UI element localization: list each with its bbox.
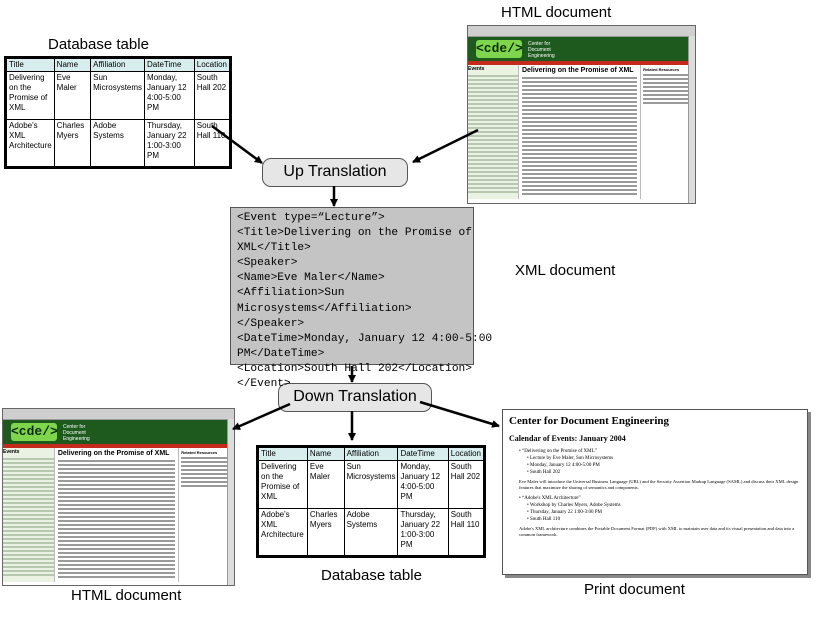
sidebar: Events: [3, 448, 55, 582]
table-cell: Charles Myers: [53, 119, 92, 168]
down-translation-box: Down Translation: [278, 383, 432, 412]
table-cell: Thursday, January 22 1:00-3:00 PM: [144, 119, 195, 168]
xml-line: </Speaker>: [237, 317, 305, 330]
arrow-html-to-up: [412, 128, 479, 164]
browser-toolbar: [468, 26, 695, 37]
browser-toolbar: [3, 409, 234, 420]
xml-line: PM</DateTime>: [237, 347, 325, 360]
print-event-detail: • Monday, January 12 4:00-5:00 PM: [527, 463, 600, 468]
arrow-down-to-html: [232, 402, 291, 431]
table-cell: Adobe's XML Architecture: [5, 119, 55, 168]
arrow-down-to-print: [419, 400, 500, 428]
label-print-document: Print document: [584, 581, 685, 598]
table-cell: Adobe's XML Architecture: [257, 508, 308, 557]
table-header-cell: Title: [257, 446, 308, 461]
print-event-detail: • Workshop by Charles Myers, Adobe Syste…: [527, 503, 621, 508]
table-header-row: Title Name Affiliation DateTime Location: [5, 57, 232, 72]
table-header-cell: Location: [193, 57, 232, 72]
xml-line: <DateTime>Monday, January 12 4:00-5:00: [237, 332, 493, 345]
scrollbar: [227, 419, 234, 585]
xml-line: <Title>Delivering on the Promise of: [237, 227, 472, 240]
xml-document-box: <Event type=“Lecture”> <Title>Delivering…: [230, 207, 493, 390]
table-cell: Monday, January 12 4:00-5:00 PM: [144, 71, 195, 120]
database-table-top: Title Name Affiliation DateTime Location…: [4, 56, 232, 169]
table-row: Delivering on the Promise of XML Eve Mal…: [257, 460, 486, 509]
table-cell: South Hall 110: [447, 508, 486, 557]
table-cell: Sun Microsystems: [90, 71, 146, 120]
arrow-db-to-up: [211, 124, 263, 165]
right-column: Related Resources: [640, 65, 695, 199]
table-cell: Monday, January 12 4:00-5:00 PM: [397, 460, 449, 509]
database-table-bottom: Title Name Affiliation DateTime Location…: [256, 445, 486, 558]
table-cell: South Hall 202: [193, 71, 232, 120]
main-content: Delivering on the Promise of XML: [519, 65, 640, 199]
print-event-title: • “Adobe's XML Architecture”: [519, 496, 581, 501]
table-row: Delivering on the Promise of XML Eve Mal…: [5, 71, 232, 120]
print-event-detail: • Thursday, January 22 1:00-3:00 PM: [527, 510, 602, 515]
label-html-document-top: HTML document: [501, 4, 612, 21]
right-column: Related Resources: [178, 448, 234, 582]
table-header-cell: DateTime: [144, 57, 195, 72]
scrollbar: [688, 36, 695, 203]
label-database-table-bottom: Database table: [321, 567, 422, 584]
xml-line: <Location>South Hall 202</Location>: [237, 362, 472, 375]
main-content: Delivering on the Promise of XML: [55, 448, 178, 582]
table-cell: Adobe Systems: [90, 119, 146, 168]
xml-line: <Speaker>: [237, 257, 298, 270]
table-cell: Eve Maler: [306, 460, 345, 509]
xml-line: XML</Title>: [237, 242, 311, 255]
label-xml-document: XML document: [515, 262, 616, 279]
table-header-row: Title Name Affiliation DateTime Location: [257, 446, 486, 461]
xml-line: <Event type=“Lecture”>: [237, 212, 385, 224]
table-row: Adobe's XML Architecture Charles Myers A…: [5, 119, 232, 168]
label-database-table-top: Database table: [48, 36, 149, 53]
print-subheading: Calendar of Events: January 2004: [509, 434, 626, 443]
print-event-title: • “Delivering on the Promise of XML”: [519, 449, 597, 454]
label-html-document-bottom: HTML document: [71, 587, 182, 604]
up-translation-box: Up Translation: [262, 158, 408, 187]
table-header-cell: Affiliation: [90, 57, 146, 72]
print-document: Center for Document Engineering Calendar…: [502, 409, 808, 575]
print-event-detail: • South Hall 202: [527, 470, 561, 475]
cde-logo: <cde/>: [476, 40, 523, 58]
table-row: Adobe's XML Architecture Charles Myers A…: [257, 508, 486, 557]
table-cell: Delivering on the Promise of XML: [5, 71, 55, 120]
xml-line: Microsystems</Affiliation>: [237, 302, 412, 315]
print-event-description: Eve Maler will introduce the Universal B…: [519, 479, 799, 490]
nav-bar: [468, 61, 695, 65]
xml-line: </Event>: [237, 378, 291, 391]
print-heading: Center for Document Engineering: [509, 415, 669, 427]
nav-bar: [3, 444, 234, 448]
article-title: Delivering on the Promise of XML: [521, 67, 634, 74]
table-cell: Delivering on the Promise of XML: [257, 460, 308, 509]
xml-line: <Name>Eve Maler</Name>: [237, 272, 385, 285]
cde-logo: <cde/>: [11, 423, 58, 441]
table-cell: South Hall 202: [447, 460, 486, 509]
article-title: Delivering on the Promise of XML: [57, 450, 170, 457]
print-event-description: Adobe's XML architecture combines the Po…: [519, 526, 795, 537]
xml-line: <Affiliation>Sun: [237, 287, 345, 300]
print-event-detail: • South Hall 110: [527, 517, 561, 522]
table-cell: Adobe Systems: [343, 508, 399, 557]
print-event-detail: • Lecture by Eve Maler, Sun Microsystems: [527, 456, 614, 461]
